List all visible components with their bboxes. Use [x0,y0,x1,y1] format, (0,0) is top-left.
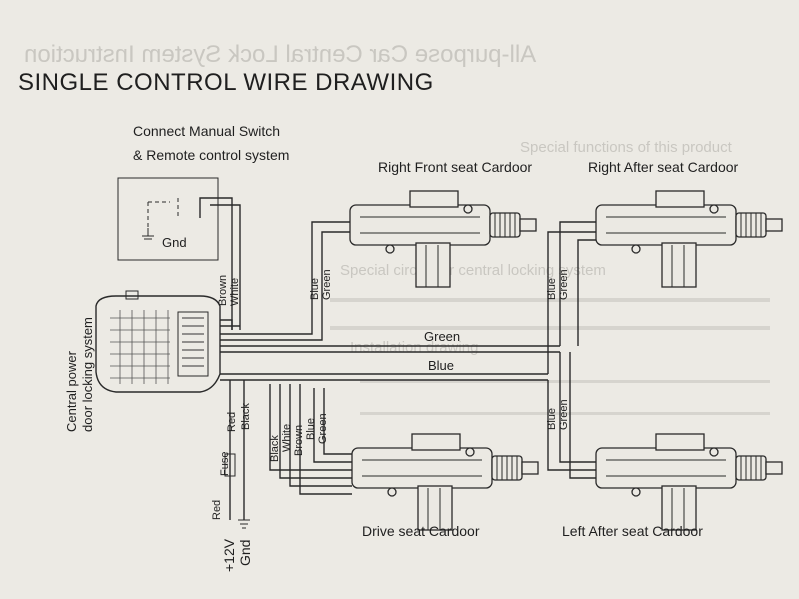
wire-label-blue-la: Blue [546,408,558,430]
wire-label-blue-ds: Blue [305,418,317,440]
ghost-heading: All-purpose Car Central Lock System Inst… [24,41,536,68]
wire-bundle [220,221,560,529]
actuator-left-after [595,433,783,531]
actuator-group [349,190,783,531]
actuator-right-after [595,190,783,288]
wire-label-white: White [229,278,241,306]
wire-label-brown-ds: Brown [293,425,305,456]
wire-label-green-ra: Green [558,269,570,300]
control-unit-label-line-2: door locking system [80,317,95,432]
wire-label-green-ds: Green [317,413,329,444]
caption-right-after: Right After seat Cardoor [588,159,739,175]
wire-label-red-lower: Red [211,500,223,520]
bus-label-green: Green [424,329,460,344]
manual-switch-box: Connect Manual Switch & Remote control s… [117,123,289,330]
ghost-line-2: Special circuit for central locking syst… [340,262,606,279]
ghost-line-1: Special functions of this product [520,139,733,156]
bus-label-blue: Blue [428,358,454,373]
wire-label-black: Black [269,435,281,462]
switch-caption-line-2: & Remote control system [133,147,289,163]
wire-label-blue-ra: Blue [546,278,558,300]
ground-label: Gnd [237,540,253,566]
wire-label-green-la: Green [558,399,570,430]
actuator-drive-seat [351,433,539,531]
wire-label-brown: Brown [217,275,229,306]
switch-gnd-label: Gnd [162,235,187,250]
rear-wire-runs [547,221,596,479]
wire-label-blue-rf: Blue [309,278,321,300]
wire-label-red-upper: Red [226,412,238,432]
caption-drive-seat: Drive seat Cardoor [362,523,480,539]
switch-caption-line-1: Connect Manual Switch [133,123,280,139]
wire-label-white-ds: White [281,424,293,452]
wire-label-black-upper: Black [240,403,252,430]
control-unit-label-line-1: Central power [64,350,79,432]
wire-label-green-rf: Green [321,269,333,300]
fuse-label: Fuse [219,452,231,476]
control-unit: Central power door locking system [64,290,221,432]
background-bleed-through: All-purpose Car Central Lock System Inst… [24,41,770,415]
caption-left-after: Left After seat Cardoor [562,523,703,539]
power-label: +12V [221,538,237,572]
actuator-right-front [349,190,537,288]
diagram-title: SINGLE CONTROL WIRE DRAWING [18,69,434,96]
caption-right-front: Right Front seat Cardoor [378,159,532,175]
